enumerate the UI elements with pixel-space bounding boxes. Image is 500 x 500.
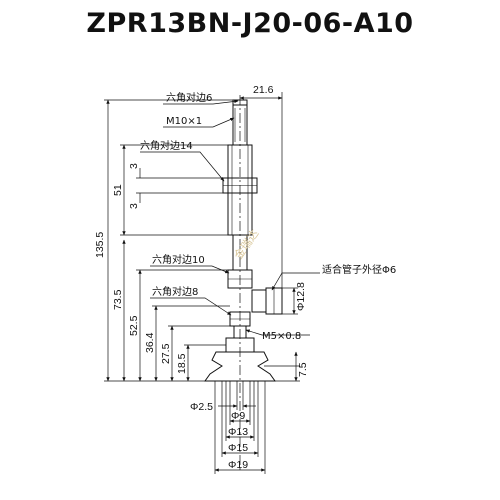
watermark: 金瑞达 xyxy=(231,227,261,262)
dim-135-5: 135.5 xyxy=(94,232,106,258)
dim-3-upper: 3 xyxy=(128,163,140,169)
dim-phi-19: Φ19 xyxy=(228,459,248,471)
dim-phi-2-5: Φ2.5 xyxy=(190,401,213,413)
bellows-pad xyxy=(204,351,276,382)
dim-18-5: 18.5 xyxy=(176,353,188,374)
horizontal-dimensions xyxy=(214,92,283,474)
elbow-fitting xyxy=(251,289,267,313)
callout-thread: M10×1 xyxy=(166,116,202,127)
leader-lines xyxy=(140,99,320,336)
callout-hex14: 六角对边14 xyxy=(140,139,193,152)
dim-phi-9: Φ9 xyxy=(231,410,245,422)
dim-top-width: 21.6 xyxy=(253,84,274,96)
callout-hex6: 六角对边6 xyxy=(166,91,212,104)
dim-52-5: 52.5 xyxy=(128,315,140,336)
dim-51: 51 xyxy=(112,184,124,196)
dim-27-5: 27.5 xyxy=(160,343,172,364)
dim-phi-12-8: Φ12.8 xyxy=(295,282,307,311)
dim-3-lower: 3 xyxy=(128,203,140,209)
callout-port-thread: M5×0.8 xyxy=(262,331,301,342)
callout-hex8: 六角对边8 xyxy=(152,285,198,298)
callout-hex10: 六角对边10 xyxy=(152,253,205,266)
dim-phi-13: Φ13 xyxy=(228,426,248,438)
dim-phi-15: Φ15 xyxy=(228,442,248,454)
dim-36-4: 36.4 xyxy=(144,332,156,353)
callout-tube: 适合管子外径Φ6 xyxy=(322,263,396,276)
dim-7-5: 7.5 xyxy=(297,362,309,377)
vertical-dimensions xyxy=(104,99,300,382)
part-number-title: ZPR13BN-J20-06-A10 xyxy=(86,8,414,39)
dim-73-5: 73.5 xyxy=(112,289,124,310)
